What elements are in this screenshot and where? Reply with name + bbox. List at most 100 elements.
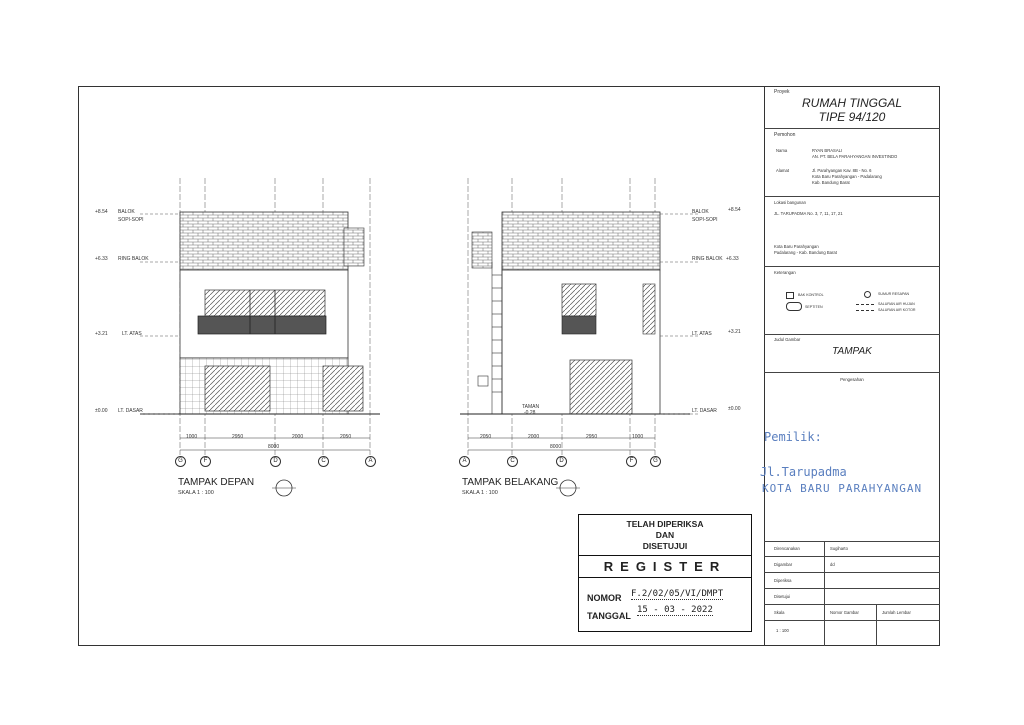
front-dim-2050: 2050: [340, 434, 352, 440]
nama-line2: AN. PT. BELA PARAHYANGAN INVESTINDO: [812, 154, 898, 159]
back-axis-a: A: [459, 456, 470, 467]
back-elevation: [460, 178, 700, 455]
nama-line1: RYAN BRASALI: [812, 148, 843, 153]
front-axis-g: G: [175, 456, 186, 467]
digambar-value: dd: [830, 562, 835, 567]
front-level-atas: LT. ATAS: [122, 331, 142, 337]
saluran-hujan-line-icon: [856, 304, 874, 305]
north-arrow-icon: [272, 479, 296, 497]
stamp-line2: DAN: [655, 530, 675, 540]
pemilik-line1: Jl.Tarupadma: [760, 465, 847, 479]
stamp-line3: DISETUJUI: [642, 541, 688, 551]
alamat-label: Alamat: [776, 168, 790, 173]
north-arrow-icon: [556, 479, 580, 497]
sumur-resapan-icon: [864, 291, 871, 298]
digambar-label: Digambar: [774, 562, 793, 567]
disetujui-label: Disetujui: [774, 594, 791, 599]
front-dim-2000: 2000: [292, 434, 304, 440]
back-axis-g: G: [650, 456, 661, 467]
stamp-register: REGISTER: [603, 559, 727, 574]
front-level-633: +6.33: [95, 256, 108, 262]
back-dim-1000: 1000: [632, 434, 644, 440]
front-scale: SKALA 1 : 100: [178, 490, 214, 496]
front-level-balok: BALOK: [118, 209, 135, 215]
approval-stamp: TELAH DIPERIKSA DAN DISETUJUI REGISTER N…: [578, 514, 752, 632]
back-dim-2050: 2050: [480, 434, 492, 440]
back-taman: TAMAN: [522, 404, 540, 410]
alamat-line3: Kab. Bandung Barat: [812, 180, 850, 185]
pemilik-line2: KOTA BARU PARAHYANGAN: [762, 482, 923, 495]
legend-septiten: SEPTITEN: [805, 305, 823, 309]
legend-saluran-kotor: SALURAN AIR KOTOR: [878, 308, 916, 312]
drawing-sheet: [78, 86, 940, 646]
front-dim-2950: 2950: [232, 434, 244, 440]
back-dim-2000: 2000: [528, 434, 540, 440]
alamat-line1: Jl. Parahyangan Kav. 8B - No. 6: [812, 168, 872, 173]
front-level-ring: RING BALOK: [118, 256, 149, 262]
legend-sumur: SUMUR RESAPAN: [878, 292, 910, 296]
back-level-633: +6.33: [726, 256, 739, 262]
back-level-atas: LT. ATAS: [692, 331, 712, 337]
diperiksa-label: Diperiksa: [774, 578, 792, 583]
back-axis-c: C: [507, 456, 518, 467]
skala-value: 1 : 100: [776, 628, 789, 633]
septiten-icon: [786, 302, 802, 311]
back-dim-2950: 2950: [586, 434, 598, 440]
front-axis-c: C: [318, 456, 329, 467]
back-title: TAMPAK BELAKANG: [462, 477, 559, 488]
proyek-line1: RUMAH TINGGAL: [801, 96, 902, 110]
alamat-line2: Kota Baru Parahyangan - Padalarang: [812, 174, 882, 179]
keterangan-label: Keterangan: [774, 270, 796, 275]
pengesahan-label: Pengesahan: [840, 377, 864, 382]
back-axis-f: F: [626, 456, 637, 467]
nomor-gambar-label: Nomor Gambar: [830, 610, 859, 615]
back-dim-8000: 8000: [550, 444, 562, 450]
legend-saluran-hujan: SALURAN AIR HUJAN: [878, 302, 915, 306]
judul-value: TAMPAK: [832, 346, 872, 357]
lokasi-line2: Kota Baru Parahyangan: [774, 244, 819, 249]
front-elevation: [140, 178, 380, 455]
proyek-label: Proyek: [774, 89, 790, 95]
front-level-sopi: SOPI-SOPI: [118, 217, 144, 223]
back-level-sopi: SOPI-SOPI: [692, 217, 718, 223]
front-level-321: +3.21: [95, 331, 108, 337]
back-level-balok: BALOK: [692, 209, 709, 215]
judul-label: Judul Gambar: [774, 337, 801, 342]
stamp-tanggal-label: TANGGAL: [587, 611, 631, 621]
back-axis-d: D: [556, 456, 567, 467]
stamp-tanggal-value: 15 - 03 - 2022: [637, 605, 713, 616]
title-block: [764, 86, 940, 646]
back-scale: SKALA 1 : 100: [462, 490, 498, 496]
pemilik-label: Pemilik:: [764, 430, 822, 444]
front-level-dasar: LT. DASAR: [118, 408, 143, 414]
front-title: TAMPAK DEPAN: [178, 477, 255, 488]
front-axis-d: D: [270, 456, 281, 467]
front-dim-1000: 1000: [186, 434, 198, 440]
back-level-dasar: LT. DASAR: [692, 408, 717, 414]
front-level-000: ±0.00: [95, 408, 108, 414]
proyek-line2: TIPE 94/120: [818, 110, 886, 124]
front-axis-a: A: [365, 456, 376, 467]
stamp-nomor-label: NOMOR: [587, 593, 622, 603]
skala-label: Skala: [774, 610, 785, 615]
pemohon-label: Pemohon: [774, 132, 796, 138]
back-level-000: ±0.00: [728, 406, 741, 412]
front-axis-f: F: [200, 456, 211, 467]
nama-label: Nama: [776, 148, 788, 153]
lokasi-line3: Padalarang - Kab. Bandung Barat: [774, 250, 837, 255]
back-level-321: +3.21: [728, 329, 741, 335]
back-level-854: +8.54: [728, 207, 741, 213]
direncanakan-value: Sugiharto: [830, 546, 848, 551]
legend-bak-kontrol: BAK KONTROL: [798, 293, 824, 297]
stamp-nomor-value: F.2/02/05/VI/DMPT: [631, 589, 724, 600]
lokasi-line1: JL. TARUPADMA No. 3, 7, 11, 17, 21: [774, 211, 843, 216]
back-taman-level: -0.28: [524, 410, 536, 416]
stamp-line1: TELAH DIPERIKSA: [626, 519, 704, 529]
bak-kontrol-icon: [786, 292, 794, 299]
lokasi-label: Lokasi bangunan: [774, 200, 806, 205]
front-dim-8000: 8000: [268, 444, 280, 450]
direncanakan-label: Direncanakan: [774, 546, 800, 551]
jumlah-lembar-label: Jumlah Lembar: [882, 610, 911, 615]
register-band: REGISTER: [579, 555, 751, 578]
front-level-854: +8.54: [95, 209, 108, 215]
